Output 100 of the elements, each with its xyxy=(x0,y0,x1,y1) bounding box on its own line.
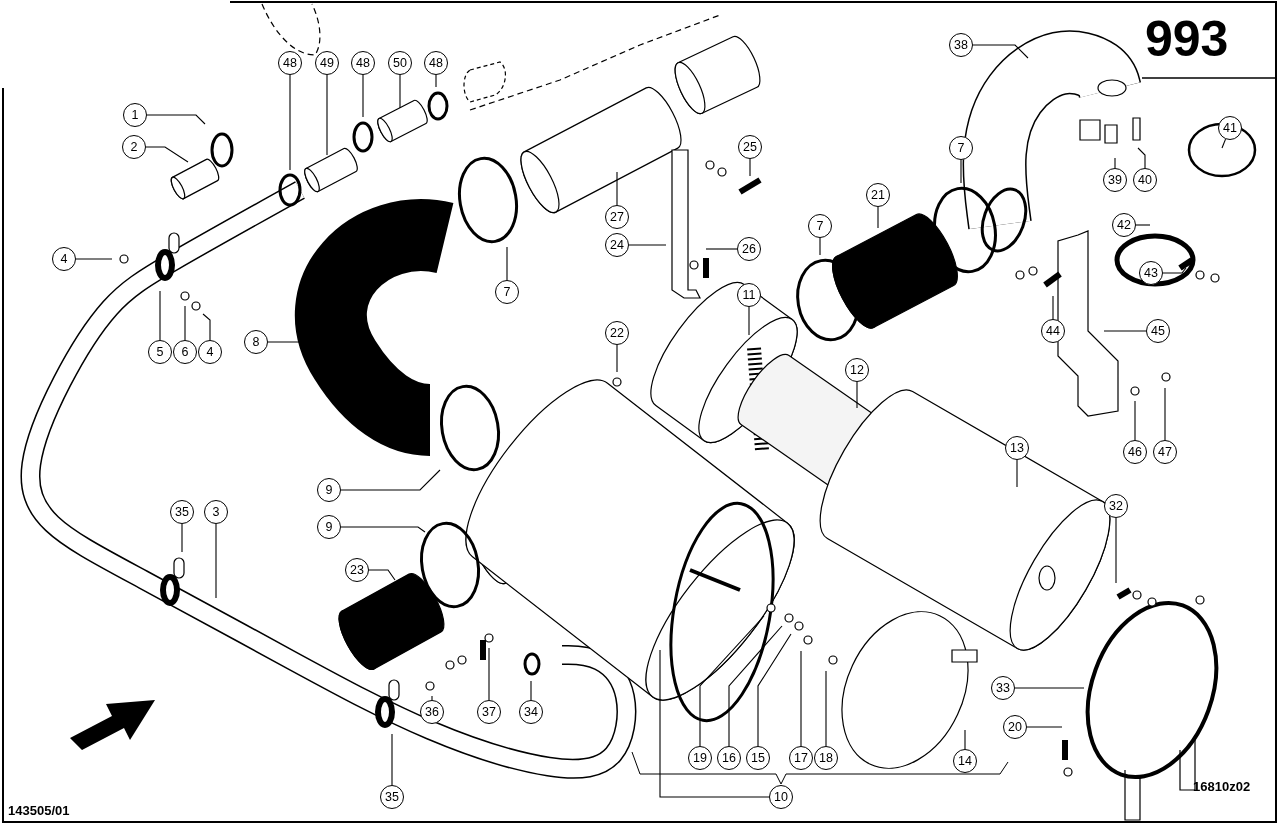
callout-number: 23 xyxy=(345,558,369,582)
leader-line xyxy=(184,305,186,341)
leader-line xyxy=(530,680,532,701)
callout-number: 8 xyxy=(244,330,268,354)
callout-number: 4 xyxy=(198,340,222,364)
callout-number: 46 xyxy=(1123,440,1147,464)
leader-line xyxy=(340,526,426,533)
callout-number: 14 xyxy=(953,749,977,773)
callout-number: 7 xyxy=(495,280,519,304)
leader-line xyxy=(757,633,792,747)
callout-number: 27 xyxy=(605,205,629,229)
leader-line xyxy=(506,246,508,281)
callout-number: 20 xyxy=(1003,715,1027,739)
leader-line xyxy=(1114,157,1116,169)
leader-line xyxy=(1137,147,1146,169)
leader-line xyxy=(145,146,189,163)
leader-line xyxy=(964,729,966,750)
leader-line xyxy=(1016,459,1018,488)
leader-line xyxy=(749,158,751,177)
leader-line xyxy=(616,344,618,373)
callout-number: 21 xyxy=(866,183,890,207)
callout-number: 35 xyxy=(170,500,194,524)
leader-line xyxy=(800,650,802,747)
leader-line xyxy=(391,733,393,786)
leader-line xyxy=(431,695,433,701)
callout-number: 17 xyxy=(789,746,813,770)
leader-line xyxy=(75,258,113,260)
callout-number: 13 xyxy=(1005,436,1029,460)
leader-line xyxy=(1135,224,1151,226)
callout-number: 45 xyxy=(1146,319,1170,343)
callout-number: 26 xyxy=(737,237,761,261)
callout-number: 9 xyxy=(317,515,341,539)
reference-number: 143505/01 xyxy=(8,803,70,818)
leader-line xyxy=(628,244,667,246)
leader-line xyxy=(1052,295,1054,320)
leader-line xyxy=(825,670,827,747)
drawing-number: 16810z02 xyxy=(1193,779,1251,794)
leader-line xyxy=(368,569,396,581)
callout-number: 22 xyxy=(605,321,629,345)
leader-line xyxy=(289,74,291,171)
callout-number: 47 xyxy=(1153,440,1177,464)
leader-line xyxy=(1026,726,1063,728)
callout-number: 6 xyxy=(173,340,197,364)
callout-number: 42 xyxy=(1112,213,1136,237)
callout-number: 7 xyxy=(949,136,973,160)
callout-number: 12 xyxy=(845,358,869,382)
leader-line xyxy=(362,74,364,118)
leader-line xyxy=(340,469,441,491)
leader-line xyxy=(819,237,821,256)
callout-number: 16 xyxy=(717,746,741,770)
leader-line xyxy=(215,523,217,599)
callout-number: 48 xyxy=(424,51,448,75)
callout-number: 37 xyxy=(477,700,501,724)
callout-number: 48 xyxy=(351,51,375,75)
leader-line xyxy=(326,74,328,156)
callout-number: 10 xyxy=(769,785,793,809)
leader-line xyxy=(877,206,879,229)
callout-number: 49 xyxy=(315,51,339,75)
callout-number: 4 xyxy=(52,247,76,271)
callout-number: 40 xyxy=(1133,168,1157,192)
leader-line xyxy=(616,171,618,206)
callout-number: 35 xyxy=(380,785,404,809)
callout-number: 41 xyxy=(1218,116,1242,140)
leader-line xyxy=(1103,330,1147,332)
leader-line xyxy=(1164,387,1166,441)
callout-number: 50 xyxy=(388,51,412,75)
leader-line xyxy=(728,625,783,747)
callout-number: 15 xyxy=(746,746,770,770)
leader-line xyxy=(1014,687,1085,689)
page-number: 993 xyxy=(1145,10,1229,68)
leader-line xyxy=(972,44,1029,59)
leader-line xyxy=(159,290,161,341)
leader-line xyxy=(488,647,490,701)
leader-line xyxy=(1134,400,1136,441)
callout-number: 5 xyxy=(148,340,172,364)
leader-line xyxy=(659,649,770,798)
callout-number: 1 xyxy=(123,103,147,127)
leader-line xyxy=(1162,267,1187,274)
callout-number: 25 xyxy=(738,135,762,159)
callout-number: 19 xyxy=(688,746,712,770)
leader-line xyxy=(435,74,437,88)
callout-number: 34 xyxy=(519,700,543,724)
callout-number: 24 xyxy=(605,233,629,257)
leader-line xyxy=(146,114,206,125)
callout-number: 2 xyxy=(122,135,146,159)
leader-line xyxy=(202,313,211,341)
callout-number: 44 xyxy=(1041,319,1065,343)
leader-line xyxy=(399,74,401,109)
callout-number: 32 xyxy=(1104,494,1128,518)
leader-line xyxy=(856,381,858,409)
callout-number: 43 xyxy=(1139,261,1163,285)
callout-number: 3 xyxy=(204,500,228,524)
callout-number: 36 xyxy=(420,700,444,724)
callout-number: 7 xyxy=(808,214,832,238)
callout-number: 33 xyxy=(991,676,1015,700)
leader-line xyxy=(960,159,962,184)
callout-number: 39 xyxy=(1103,168,1127,192)
leader-line xyxy=(705,248,738,250)
callout-number: 9 xyxy=(317,478,341,502)
callout-number: 38 xyxy=(949,33,973,57)
